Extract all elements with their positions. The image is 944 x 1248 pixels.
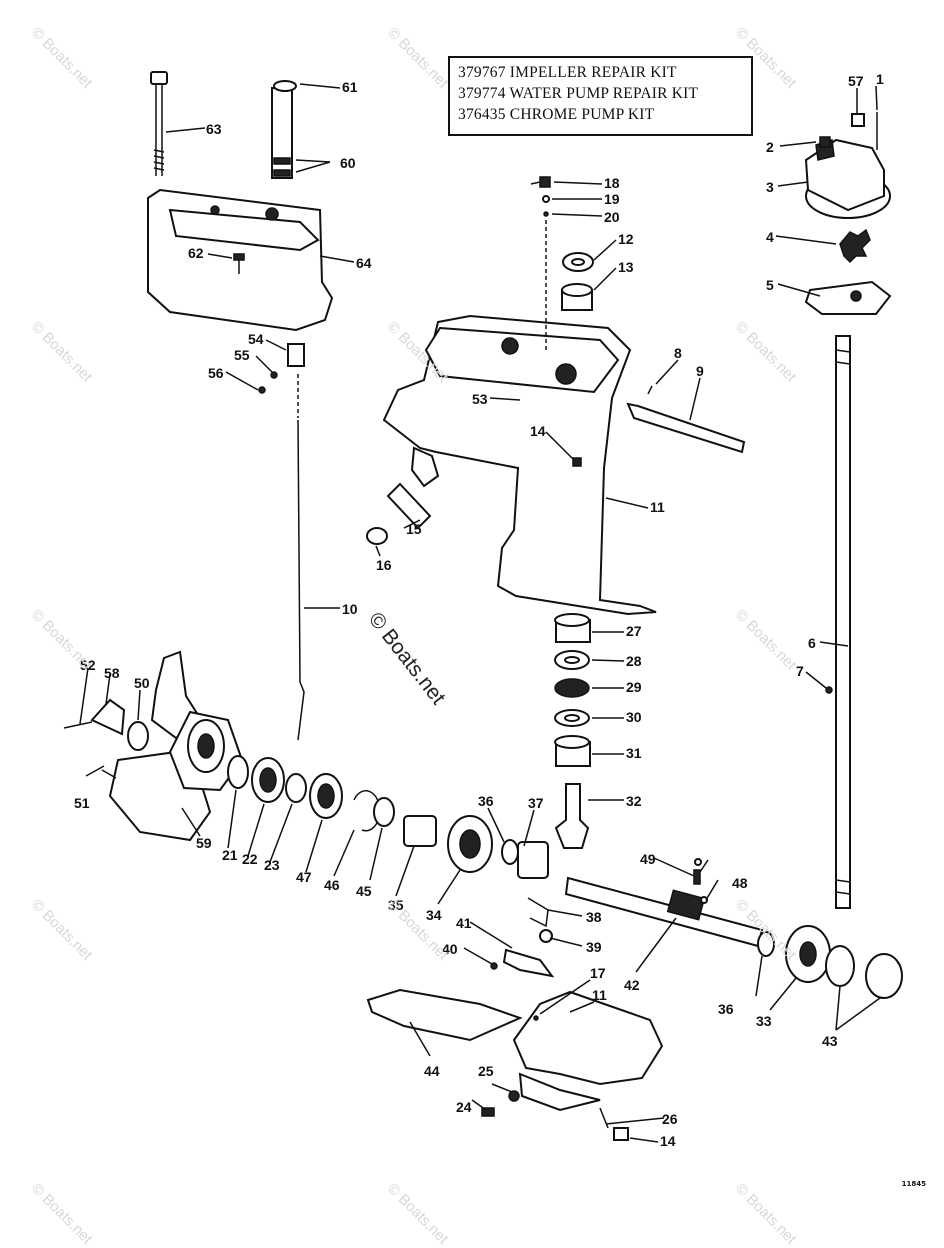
callout-61: 61 <box>342 79 358 95</box>
callout-5: 5 <box>766 277 774 293</box>
propshaft-parts <box>227 755 549 879</box>
callout-14b: 14 <box>660 1133 676 1149</box>
kit-number: 379774 <box>458 85 506 102</box>
water-pump <box>804 112 892 315</box>
callout-11a: 11 <box>650 499 665 515</box>
bearing-stack <box>554 613 591 849</box>
callout-59: 59 <box>196 835 212 851</box>
callout-63: 63 <box>206 121 222 137</box>
callout-35: 35 <box>388 897 404 913</box>
leader-lines <box>79 83 881 1143</box>
gearcase-cover <box>366 988 664 1141</box>
callout-34: 34 <box>426 907 442 923</box>
callout-52: 52 <box>80 657 96 673</box>
callout-45: 45 <box>356 883 372 899</box>
kit-name: WATER PUMP REPAIR KIT <box>509 85 699 102</box>
callout-39: 39 <box>586 939 602 955</box>
callout-47: 47 <box>296 869 312 885</box>
callout-64: 64 <box>356 255 372 271</box>
kit-line: 379774 WATER PUMP REPAIR KIT <box>458 83 743 104</box>
tube-grommet-15-16 <box>366 482 432 545</box>
shift-rod <box>258 343 305 741</box>
callout-53: 53 <box>472 391 488 407</box>
kit-name: IMPELLER REPAIR KIT <box>509 64 677 81</box>
callout-33: 33 <box>756 1013 772 1029</box>
callout-20: 20 <box>604 209 620 225</box>
callout-16: 16 <box>376 557 392 573</box>
callout-62: 62 <box>188 245 204 261</box>
callout-48: 48 <box>732 875 748 891</box>
callout-18: 18 <box>604 175 620 191</box>
callout-22: 22 <box>242 851 258 867</box>
screw-62 <box>233 253 245 274</box>
long-bolt <box>150 71 168 176</box>
callout-43: 43 <box>822 1033 838 1049</box>
callout-26: 26 <box>662 1111 678 1127</box>
callout-24: 24 <box>456 1099 472 1115</box>
propeller <box>63 650 244 842</box>
callout-58: 58 <box>104 665 120 681</box>
callout-9: 9 <box>696 363 704 379</box>
callout-46: 46 <box>324 877 340 893</box>
callout-6: 6 <box>808 635 816 651</box>
kit-line: 376435 CHROME PUMP KIT <box>458 104 743 125</box>
callout-10: 10 <box>342 601 358 617</box>
callout-25: 25 <box>478 1063 494 1079</box>
callout-29: 29 <box>626 679 642 695</box>
bearings-12-13 <box>561 252 594 311</box>
callout-44: 44 <box>424 1063 440 1079</box>
callout-60: 60 <box>340 155 356 171</box>
callout-31: 31 <box>626 745 642 761</box>
washers-18-20 <box>539 176 551 350</box>
callout-38: 38 <box>586 909 602 925</box>
diagram-drawing: 1 2 3 4 5 6 7 8 9 10 11 11 12 13 14 14 1… <box>63 71 903 1149</box>
callout-56: 56 <box>208 365 224 381</box>
callout-13: 13 <box>618 259 634 275</box>
kit-name: CHROME PUMP KIT <box>509 106 655 123</box>
midsection-housing <box>382 314 657 616</box>
callout-12: 12 <box>618 231 634 247</box>
callout-49: 49 <box>640 851 656 867</box>
callout-40: 40 <box>442 941 458 957</box>
callout-32: 32 <box>626 793 642 809</box>
callout-1: 1 <box>876 71 884 87</box>
kit-number: 379767 <box>458 64 506 81</box>
callout-11b: 11 <box>592 987 607 1003</box>
link-9-screw-8 <box>626 385 746 454</box>
callout-30: 30 <box>626 709 642 725</box>
plate-number: 11845 <box>901 1180 926 1188</box>
shift-tube <box>271 80 297 179</box>
exploded-parts-diagram: 1 2 3 4 5 6 7 8 9 10 11 11 12 13 14 14 1… <box>63 71 903 1149</box>
callout-23: 23 <box>264 857 280 873</box>
callout-37: 37 <box>528 795 544 811</box>
kit-line: 379767 IMPELLER REPAIR KIT <box>458 62 743 83</box>
callout-15: 15 <box>406 521 422 537</box>
callout-2: 2 <box>766 139 774 155</box>
kit-list-box: 379767 IMPELLER REPAIR KIT 379774 WATER … <box>448 56 753 136</box>
prop-shaft-gears <box>490 858 903 999</box>
callout-55: 55 <box>234 347 250 363</box>
callout-27: 27 <box>626 623 642 639</box>
callout-57: 57 <box>848 73 864 89</box>
callout-21: 21 <box>222 847 238 863</box>
callout-4: 4 <box>766 229 774 245</box>
callout-41: 41 <box>456 915 472 931</box>
callout-19: 19 <box>604 191 620 207</box>
drive-shaft <box>825 335 851 909</box>
callout-8: 8 <box>674 345 682 361</box>
callout-14a: 14 <box>530 423 546 439</box>
callout-51: 51 <box>74 795 90 811</box>
callout-50: 50 <box>134 675 150 691</box>
callout-labels: 1 2 3 4 5 6 7 8 9 10 11 11 12 13 14 14 1… <box>74 71 884 1149</box>
callout-7: 7 <box>796 663 804 679</box>
callout-36a: 36 <box>478 793 494 809</box>
callout-17: 17 <box>590 965 606 981</box>
callout-3: 3 <box>766 179 774 195</box>
callout-36b: 36 <box>718 1001 734 1017</box>
kit-number: 376435 <box>458 106 506 123</box>
callout-42: 42 <box>624 977 640 993</box>
callout-28: 28 <box>626 653 642 669</box>
callout-54: 54 <box>248 331 264 347</box>
